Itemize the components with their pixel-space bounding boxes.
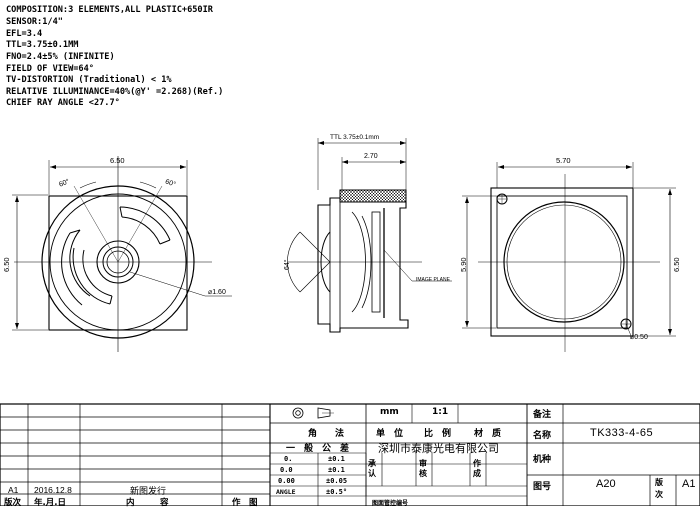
- unit-label: 单 位: [376, 429, 404, 439]
- back-view: [462, 162, 676, 352]
- back-outer-height-dim: 6.50: [672, 257, 681, 272]
- tolerance-range: 0.0: [280, 466, 293, 474]
- side-fov-angle: 64°: [284, 259, 291, 270]
- revision-version: A1: [8, 485, 19, 495]
- tolerance-value: ±0.1: [328, 466, 345, 474]
- spec-fno: FNO=2.4±5% (INFINITE): [6, 52, 115, 62]
- model-label: 机种: [533, 455, 552, 465]
- side-image-plane: IMAGE PLANE: [416, 277, 450, 283]
- tolerance-value: ±0.5°: [326, 488, 348, 496]
- revision-date: 2016.12.8: [34, 485, 72, 495]
- front-hole-dim: ⌀1.60: [208, 289, 226, 296]
- unit-value: mm: [380, 407, 399, 417]
- company-name: 深圳市泰康光电有限公司: [378, 442, 499, 455]
- material-label: 材 质: [474, 429, 502, 439]
- revision-value: A1: [682, 478, 696, 490]
- tolerance-value: ±0.1: [328, 455, 345, 463]
- front-view: [12, 156, 232, 352]
- drawing-code-label: 图面管控编号: [372, 500, 409, 507]
- drawing-no: A20: [596, 478, 616, 490]
- spec-efl: EFL=3.4: [6, 29, 43, 39]
- front-height-dim: 6.50: [2, 257, 11, 272]
- tolerance-value: ±0.05: [326, 477, 348, 485]
- name-label: 名称: [533, 431, 552, 441]
- spec-chief-ray-angle: CHIEF RAY ANGLE <27.7°: [6, 98, 120, 108]
- drawing-no-label: 图号: [533, 482, 552, 492]
- scale-label: 比 例: [424, 429, 452, 439]
- part-name: TK333-4-65: [590, 427, 654, 439]
- revision-header-version: 版次: [4, 498, 22, 508]
- title-block-grid: [0, 403, 700, 506]
- tolerance-range: 0.00: [278, 477, 295, 485]
- revision-label: 版次: [655, 478, 663, 499]
- approve-label: 承认: [368, 459, 376, 478]
- spec-fov: FIELD OF VIEW=64°: [6, 64, 94, 74]
- revision-header-content: 内 容: [126, 498, 169, 508]
- spec-ttl: TTL=3.75±0.1MM: [6, 40, 79, 50]
- spec-composition: COMPOSITION:3 ELEMENTS,ALL PLASTIC+650IR: [6, 5, 213, 15]
- spec-sensor: SENSOR:1/4": [6, 17, 63, 27]
- back-width-dim: 5.70: [556, 156, 571, 165]
- revision-header-date: 年.月.日: [34, 498, 66, 508]
- first-angle-projection-icon: [292, 407, 334, 419]
- tolerance-range: ANGLE: [276, 488, 296, 496]
- side-view: [287, 138, 452, 333]
- revision-content: 新图发行: [130, 487, 167, 497]
- back-inner-height-dim: 5.90: [459, 257, 468, 272]
- scale-value: 1:1: [432, 407, 449, 417]
- review-label: 审核: [419, 459, 427, 478]
- tolerance-range: 0.: [284, 455, 293, 463]
- back-hole-dim: ⌀0.50: [630, 334, 648, 341]
- angle-method-label: 角 法: [308, 429, 345, 439]
- general-tolerance-label: 一 般 公 差: [286, 444, 350, 454]
- side-ttl-dim: TTL 3.75±0.1mm: [330, 134, 380, 141]
- remark-label: 备注: [533, 410, 552, 420]
- spec-relative-illuminance: RELATIVE ILLUMINANCE=40%(@Y' =2.268)(Ref…: [6, 87, 224, 97]
- author-label: 作成: [473, 459, 481, 478]
- side-depth-dim: 2.70: [364, 153, 378, 160]
- spec-tv-distortion: TV-DISTORTION (Traditional) < 1%: [6, 75, 172, 85]
- front-width-dim: 6.50: [110, 156, 125, 165]
- revision-header-author: 作 图: [232, 498, 258, 508]
